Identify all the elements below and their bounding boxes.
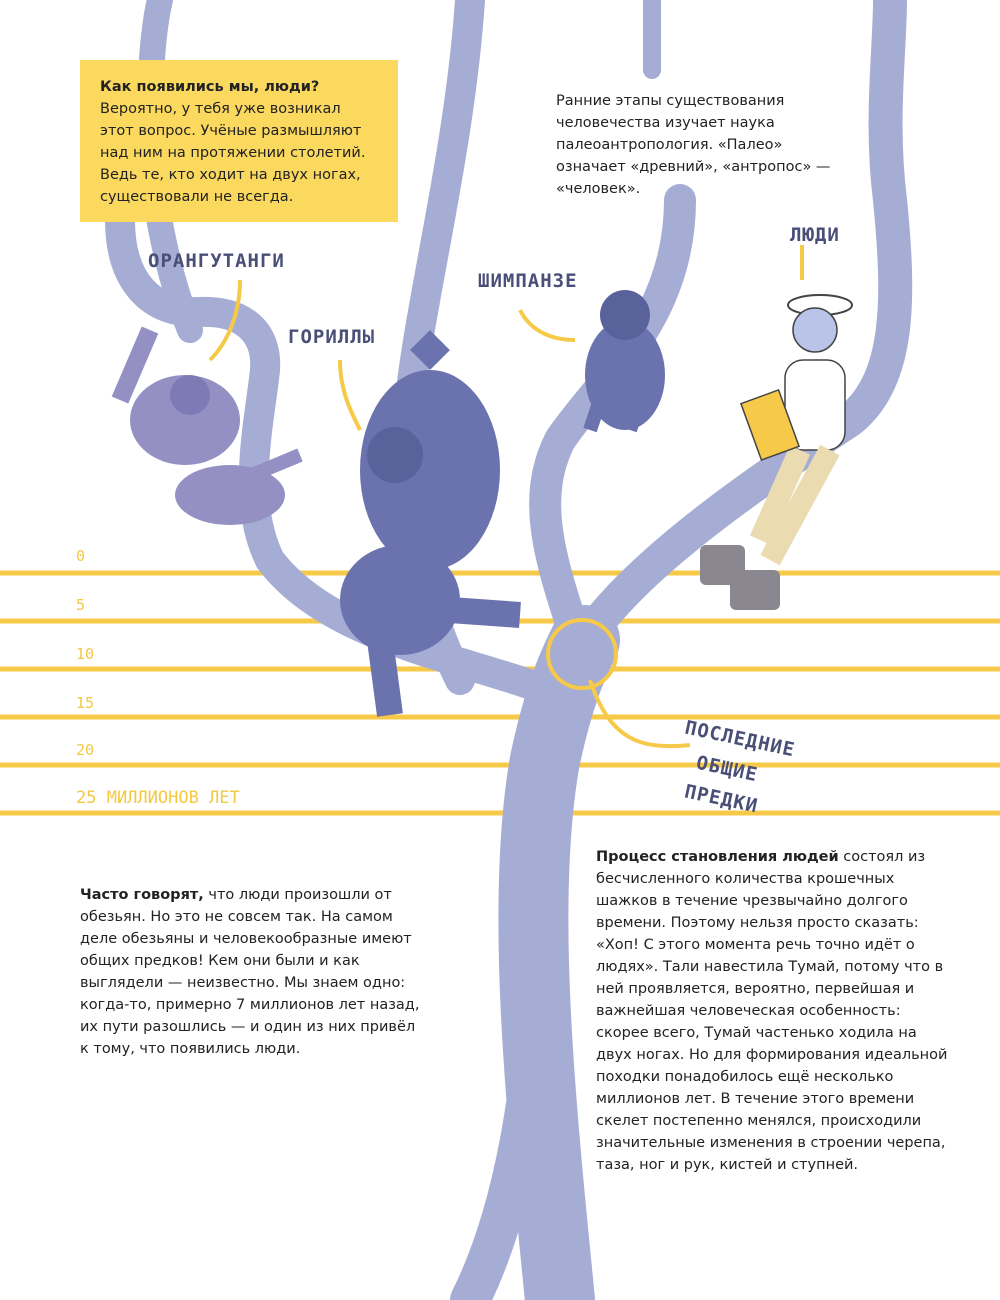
- common-ancestor-circle: [546, 618, 618, 690]
- right-paragraph-lead: Процесс становления людей: [596, 849, 839, 865]
- arrow-orangutans: [208, 279, 242, 362]
- arrow-gorillas: [338, 359, 362, 431]
- left-paragraph-body: что люди произошли от обезьян. Но это не…: [80, 887, 420, 1057]
- human-branch: [568, 0, 913, 657]
- intro-text: Вероятно, у тебя уже возникал этот вопро…: [100, 101, 366, 205]
- tick-25: 25 МИЛЛИОНОВ ЛЕТ: [76, 788, 240, 808]
- left-paragraph: Часто говорят, что люди произошли от обе…: [80, 884, 420, 1060]
- left-paragraph-lead: Часто говорят,: [80, 887, 204, 903]
- right-paragraph: Процесс становления людей состоял из бес…: [596, 846, 956, 1176]
- chimp-branch: [529, 184, 696, 666]
- arrow-chimps: [518, 309, 576, 342]
- arrow-ancestors: [588, 679, 691, 749]
- tick-15: 15: [76, 694, 95, 712]
- right-paragraph-body: состоял из бесчисленного количества крош…: [596, 849, 948, 1173]
- intro-note-box: Как появились мы, люди? Вероятно, у тебя…: [80, 60, 398, 222]
- label-chimpanzees: ШИМПАНЗЕ: [478, 270, 578, 292]
- tick-0: 0: [76, 547, 86, 565]
- label-humans: ЛЮДИ: [790, 224, 840, 246]
- tick-20: 20: [76, 741, 95, 759]
- orangutan: [111, 326, 303, 525]
- gorilla: [340, 330, 521, 717]
- intro-question: Как появились мы, люди?: [100, 79, 320, 95]
- paleo-note: Ранние этапы существования человечества …: [556, 93, 831, 197]
- tick-5: 5: [76, 596, 86, 614]
- human-girl: [700, 294, 853, 610]
- tick-10: 10: [76, 645, 95, 663]
- label-gorillas: ГОРИЛЛЫ: [288, 326, 376, 348]
- tree-trunk: [498, 605, 620, 1300]
- label-orangutans: ОРАНГУТАНГИ: [148, 250, 285, 272]
- chimpanzee: [583, 290, 665, 433]
